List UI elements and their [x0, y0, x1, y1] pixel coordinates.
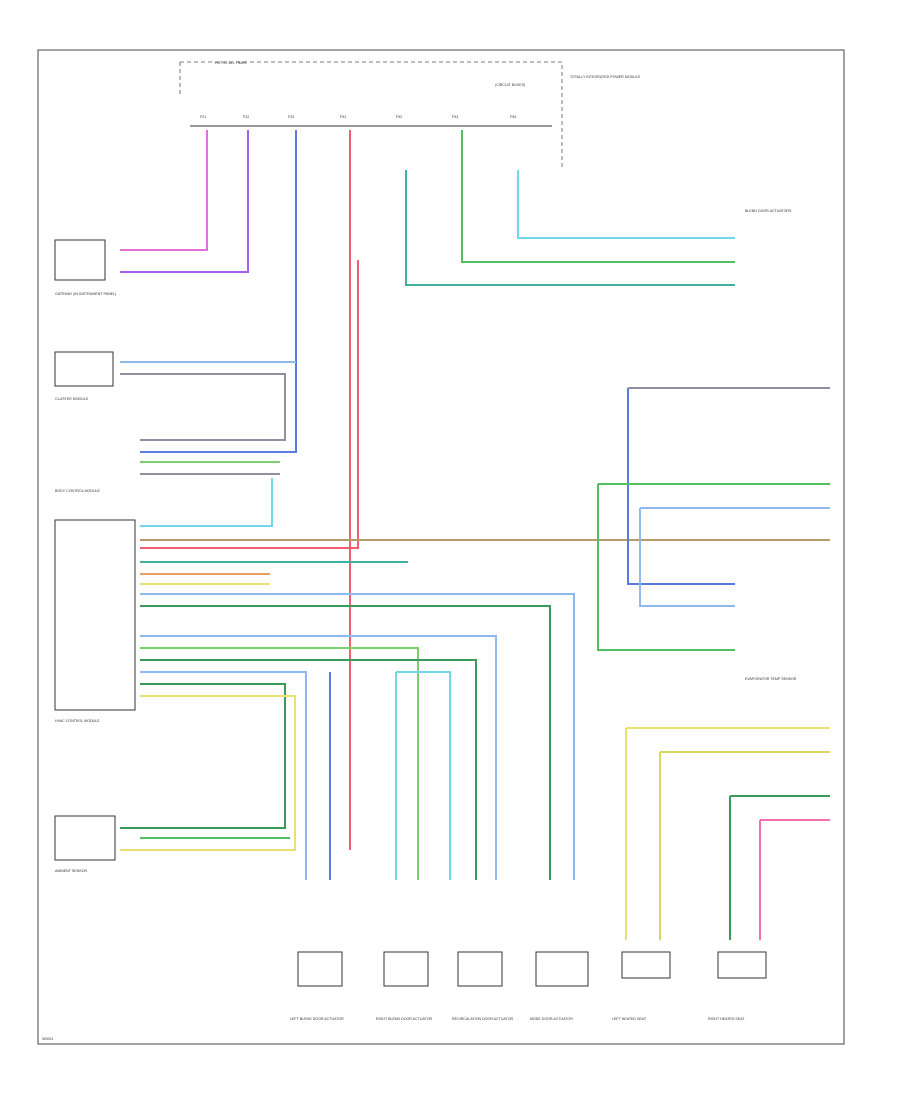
hvac-module-box [54, 519, 136, 711]
wire-right-magenta [759, 819, 830, 940]
wire-right-lightblue [639, 507, 830, 607]
wire-lightblue-3 [140, 635, 497, 880]
right-wires [597, 387, 830, 940]
fuse-label: F22 [243, 115, 249, 119]
wire-cyan-2 [140, 478, 273, 527]
diagram-code: W0001 [42, 1037, 53, 1041]
gateway-label: GATEWAY (IN INSTRUMENT PANEL) [55, 292, 116, 296]
wire-red-2 [140, 260, 359, 549]
wire-right-yellow [625, 727, 830, 940]
wire-cyan [517, 170, 735, 239]
right-blend-actuator-box [383, 951, 429, 987]
hot-label: HOT AT ALL TIMES [215, 61, 247, 65]
wire-darkgreen-2 [140, 659, 477, 880]
wire-right-yellow-2 [659, 751, 830, 940]
wire-gray [120, 373, 286, 441]
fuse-label: F52 [396, 115, 402, 119]
fuse-labels: F21 F22 F33 F51 F52 F53 F54 [200, 115, 516, 119]
wire-right-green [597, 483, 830, 651]
fuse-box-caption: TOTALLY INTEGRATED POWER MODULE [570, 75, 641, 79]
bcm-label: BODY CONTROL MODULE [55, 489, 101, 493]
wire-pink [120, 130, 208, 251]
right-seat-box [717, 951, 767, 979]
wire-violet [120, 130, 249, 273]
wire-lightblue-4 [140, 671, 307, 880]
bottom-components: LEFT BLEND DOOR ACTUATOR RIGHT BLEND DOO… [290, 951, 767, 1021]
wire-teal [405, 170, 735, 286]
diagram-frame [37, 49, 845, 1045]
mode-actuator-label: MODE DOOR ACTUATOR [530, 1017, 573, 1021]
wire-darkgreen [140, 605, 551, 880]
left-seat-label: LEFT HEATED SEAT [612, 1017, 647, 1021]
power-distribution-box: HOT AT ALL TIMES TOTALLY INTEGRATED POWE… [179, 61, 641, 170]
hvac-module-wires [120, 461, 830, 880]
right-blend-actuator-label: RIGHT BLEND DOOR ACTUATOR [376, 1017, 433, 1021]
fuse-label: F53 [452, 115, 458, 119]
fuse-label: F54 [510, 115, 516, 119]
circuit-note: (CIRCUIT BOXES) [495, 83, 525, 87]
left-blend-actuator-label: LEFT BLEND DOOR ACTUATOR [290, 1017, 344, 1021]
ambient-sensor-box [54, 815, 116, 861]
wire-cyan-3 [395, 671, 451, 880]
cluster-box [54, 351, 114, 387]
right-labels: BLEND DOOR ACTUATORS EVAPORATOR TEMP SEN… [745, 209, 797, 681]
wire-right-blue [627, 388, 735, 585]
wire-green [461, 130, 735, 263]
blend-door-label: BLEND DOOR ACTUATORS [745, 209, 792, 213]
cluster-wires [120, 361, 296, 441]
fuse-label: F51 [340, 115, 346, 119]
hvac-module-label: HVAC CONTROL MODULE [55, 719, 100, 723]
recirc-actuator-label: RECIRCULATION DOOR ACTUATOR [452, 1017, 514, 1021]
cluster-label: CLUSTER MODULE [55, 397, 89, 401]
wire-blue [140, 130, 297, 453]
wire-lightblue-2 [140, 593, 575, 880]
left-blend-actuator-box [297, 951, 343, 987]
ambient-sensor-label: AMBIENT SENSOR [55, 869, 87, 873]
wire-yellow-2 [120, 695, 296, 851]
power-wires [120, 130, 735, 850]
fuse-label: F21 [200, 115, 206, 119]
right-seat-label: RIGHT HEATED SEAT [708, 1017, 745, 1021]
left-seat-box [621, 951, 671, 979]
wire-darkgreen-3 [120, 683, 286, 829]
left-components: GATEWAY (IN INSTRUMENT PANEL) CLUSTER MO… [54, 239, 136, 873]
evap-sensor-label: EVAPORATOR TEMP SENSOR [745, 677, 797, 681]
wire-right-teal [729, 795, 830, 940]
gateway-box [54, 239, 106, 281]
wire-lightgreen-2 [140, 647, 419, 880]
recirc-actuator-box [457, 951, 503, 987]
mode-actuator-box [535, 951, 589, 987]
fuse-label: F33 [288, 115, 294, 119]
